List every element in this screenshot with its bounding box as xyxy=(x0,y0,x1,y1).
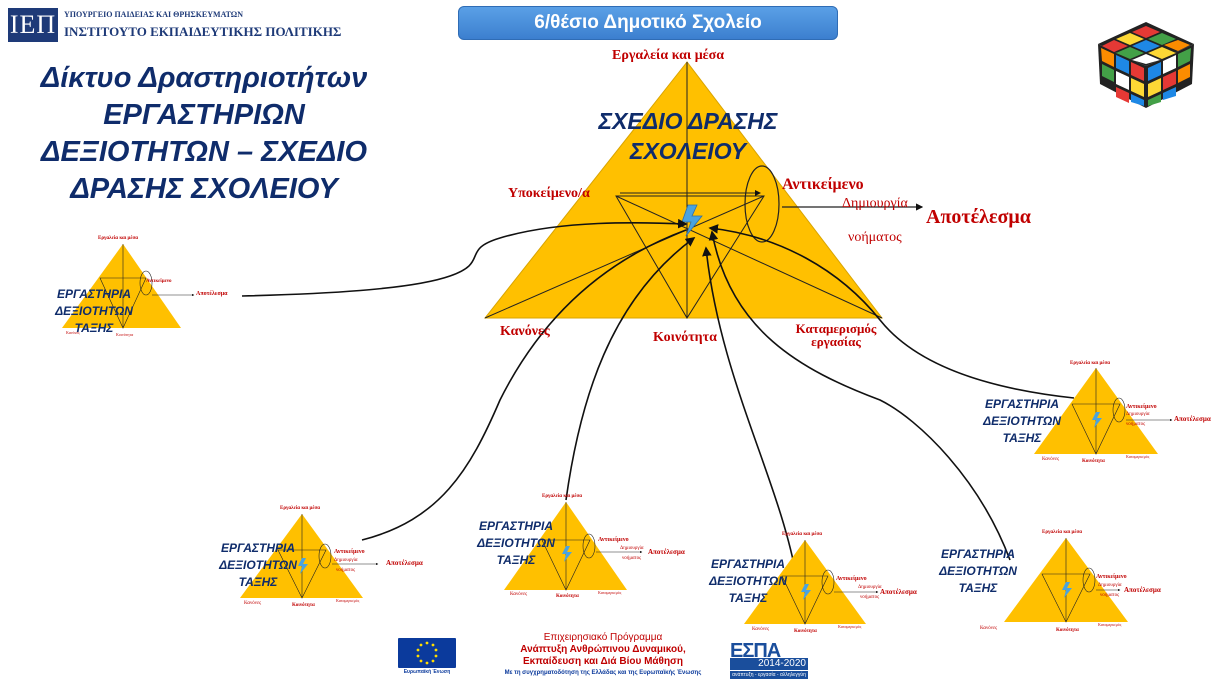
label-object: Αντικείμενο xyxy=(782,176,864,193)
small-6-right: Αντικείμενο xyxy=(1096,574,1127,580)
small-4-top: Εργαλεία και μέσα xyxy=(542,494,583,499)
small-5-outcome: Αποτέλεσμα xyxy=(880,588,917,596)
small-4-outcome: Αποτέλεσμα xyxy=(648,548,685,556)
small-4-right: Αντικείμενο xyxy=(598,537,629,543)
rubik-cube-icon xyxy=(1098,22,1194,108)
label-meaning-2: νοήματος xyxy=(848,230,902,245)
eu-flag-icon xyxy=(398,638,456,668)
small-6-top: Εργαλεία και μέσα xyxy=(1042,530,1083,535)
label-outcome: Αποτέλεσμα xyxy=(926,206,1031,228)
small-3-meaning-1: Δημιουργία xyxy=(334,558,358,563)
eu-label: Ευρωπαϊκή Ένωση xyxy=(403,669,451,675)
small-6-community: Κοινότητα xyxy=(1056,628,1079,633)
small-2-community: Κοινότητα xyxy=(1082,459,1105,464)
network-connectors xyxy=(241,218,1075,581)
small-1-top: Εργαλεία και μέσα xyxy=(98,236,139,241)
small-4-rules: Κανόνες xyxy=(510,592,528,597)
small-triangle-2 xyxy=(1034,368,1173,455)
small-3-outcome: Αποτέλεσμα xyxy=(386,559,423,567)
small-3-meaning-2: νοήματος xyxy=(336,568,356,573)
small-1-community: Κοινότητα xyxy=(116,332,134,337)
label-community: Κοινότητα xyxy=(653,330,717,345)
small-1-outcome: Αποτέλεσμα xyxy=(196,291,228,297)
small-6-meaning-2: νοήματος xyxy=(1100,593,1120,598)
small-3-community: Κοινότητα xyxy=(292,603,315,608)
small-5-rules: Κανόνες xyxy=(752,627,770,632)
small-5-community: Κοινότητα xyxy=(794,629,817,634)
central-title-line1: ΣΧΕΔΙΟ ΔΡΑΣΗΣ xyxy=(598,108,778,134)
small-3-right: Αντικείμενο xyxy=(334,549,365,555)
label-division-2: εργασίας xyxy=(811,334,861,349)
small-4-meaning-2: νοήματος xyxy=(622,556,642,561)
label-meaning-1: Δημιουργία xyxy=(842,196,908,211)
small-4-community: Κοινότητα xyxy=(556,594,579,599)
small-2-outcome: Αποτέλεσμα xyxy=(1174,415,1211,423)
small-5-division: Καταμερισμός xyxy=(838,624,862,629)
small-2-rules: Κανόνες xyxy=(1042,457,1060,462)
label-subjects: Υποκείμενο/α xyxy=(508,186,590,201)
small-triangle-6 xyxy=(1004,538,1128,623)
small-3-division: Καταμερισμός xyxy=(336,598,360,603)
iep-logo: ΙΕΠ xyxy=(8,8,58,42)
small-6-outcome: Αποτέλεσμα xyxy=(1124,586,1161,594)
small-6-rules: Κανόνες xyxy=(980,626,998,631)
ministry-name: ΥΠΟΥΡΓΕΙΟ ΠΑΙΔΕΙΑΣ ΚΑΙ ΘΡΗΣΚΕΥΜΑΤΩΝ xyxy=(64,10,243,19)
small-4-division: Καταμερισμός xyxy=(598,590,622,595)
small-5-top: Εργαλεία και μέσα xyxy=(782,532,823,537)
small-2-division: Καταμερισμός xyxy=(1126,454,1150,459)
central-title-line2: ΣΧΟΛΕΙΟΥ xyxy=(629,138,747,164)
program-name: Επιχειρησιακό Πρόγραμμα Ανάπτυξη Ανθρώπι… xyxy=(520,632,686,667)
eu-logo: Ευρωπαϊκή Ένωση xyxy=(398,638,456,678)
small-2-meaning-2: νοήματος xyxy=(1126,422,1146,427)
small-3-rules: Κανόνες xyxy=(244,601,262,606)
small-2-right: Αντικείμενο xyxy=(1126,404,1157,410)
small-3-top: Εργαλεία και μέσα xyxy=(280,506,321,511)
small-2-top: Εργαλεία και μέσα xyxy=(1070,361,1111,366)
small-triangle-1 xyxy=(62,244,195,329)
label-tools: Εργαλεία και μέσα xyxy=(612,48,725,63)
small-triangle-4 xyxy=(504,502,643,591)
small-6-division: Καταμερισμός xyxy=(1098,622,1122,627)
small-4-meaning-1: Δημιουργία xyxy=(620,546,644,551)
label-division-1: Καταμερισμός xyxy=(795,321,877,336)
institute-name: ΙΝΣΤΙΤΟΥΤΟ ΕΚΠΑΙΔΕΥΤΙΚΗΣ ΠΟΛΙΤΙΚΗΣ xyxy=(64,24,342,39)
small-5-meaning-1: Δημιουργία xyxy=(858,585,882,590)
small-triangle-5 xyxy=(744,540,879,625)
small-1-rules: Κανόνες xyxy=(66,330,80,335)
central-activity-triangle xyxy=(483,61,924,319)
small-5-meaning-2: νοήματος xyxy=(860,595,880,600)
small-1-right: Αντικείμενο xyxy=(146,279,172,284)
small-2-meaning-1: Δημιουργία xyxy=(1126,412,1150,417)
small-triangle-3 xyxy=(240,514,379,599)
cofunding-note: Με τη συγχρηματοδότηση της Ελλάδας και τ… xyxy=(504,670,702,676)
small-5-right: Αντικείμενο xyxy=(836,576,867,582)
small-6-meaning-1: Δημιουργία xyxy=(1098,583,1122,588)
espa-logo: ΕΣΠΑ 2014-2020 ανάπτυξη - εργασία - αλλη… xyxy=(730,640,808,679)
page-title: Δίκτυο Δραστηριοτήτων ΕΡΓΑΣΤΗΡΙΩΝ ΔΕΞΙΟΤ… xyxy=(40,62,368,205)
label-rules: Κανόνες xyxy=(500,324,550,339)
school-banner: 6/θέσιο Δημοτικό Σχολείο xyxy=(458,6,838,40)
